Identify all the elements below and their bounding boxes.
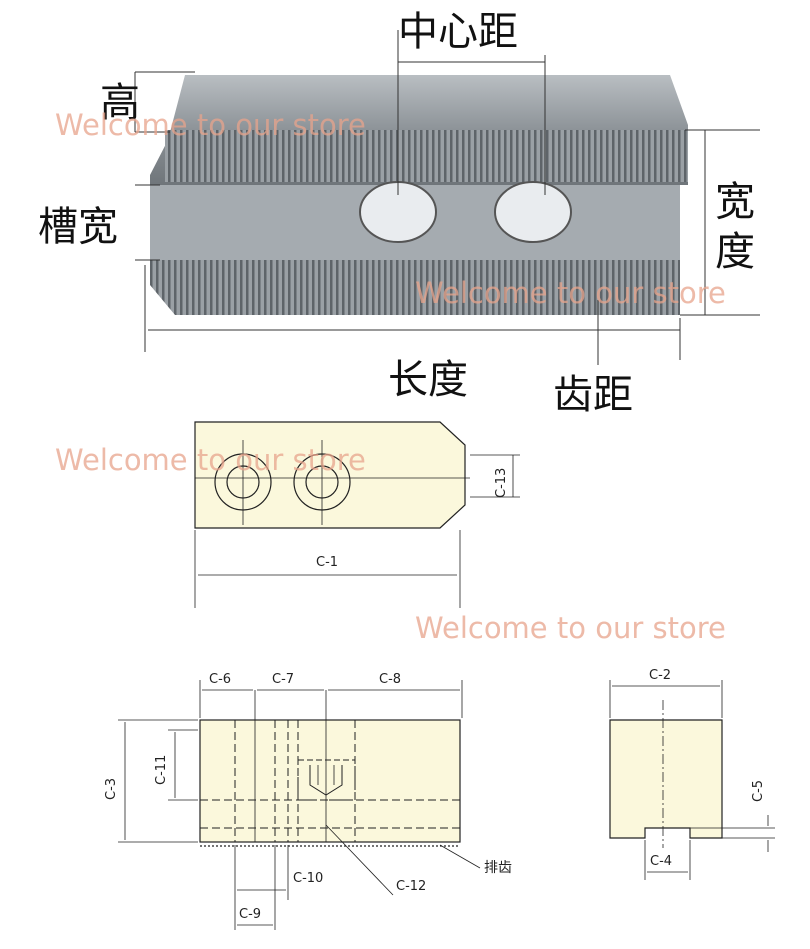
dim-c12: C-12 — [396, 879, 426, 894]
dim-c6: C-6 — [209, 672, 231, 687]
label-height: 高 — [100, 80, 140, 126]
label-width-2: 度 — [715, 229, 755, 275]
watermark-1: Welcome to our store — [55, 108, 366, 142]
dim-c1: C-1 — [316, 555, 338, 570]
side-view-drawing — [118, 680, 481, 930]
dim-c2: C-2 — [649, 668, 671, 683]
jaw-photo — [150, 75, 688, 315]
dim-c3: C-3 — [104, 778, 119, 800]
watermark-4: Welcome to our store — [415, 611, 726, 645]
end-view-outline — [609, 719, 723, 839]
dim-c13: C-13 — [494, 468, 509, 498]
watermark-2: Welcome to our store — [415, 276, 726, 310]
dim-c4: C-4 — [650, 854, 672, 869]
hole-right — [494, 181, 572, 243]
end-view-drawing — [609, 680, 775, 880]
photo-dimension-lines — [134, 30, 760, 365]
watermark-3: Welcome to our store — [55, 443, 366, 477]
label-center-distance: 中心距 — [398, 9, 518, 55]
label-serration: 排齿 — [484, 860, 512, 876]
label-width-1: 宽 — [715, 179, 755, 225]
dim-c10: C-10 — [293, 871, 323, 886]
dim-c5: C-5 — [751, 780, 766, 802]
label-tooth-pitch: 齿距 — [553, 372, 633, 418]
label-length: 长度 — [388, 357, 468, 403]
jaw-lower-teeth — [150, 260, 680, 315]
label-slot-width: 槽宽 — [38, 204, 118, 250]
dim-c11: C-11 — [154, 755, 169, 785]
jaw-upper-teeth — [165, 130, 688, 182]
top-view-drawing — [194, 421, 520, 608]
dim-c8: C-8 — [379, 672, 401, 687]
side-view-outline — [199, 719, 461, 843]
dim-c9: C-9 — [239, 907, 261, 922]
dim-c7: C-7 — [272, 672, 294, 687]
